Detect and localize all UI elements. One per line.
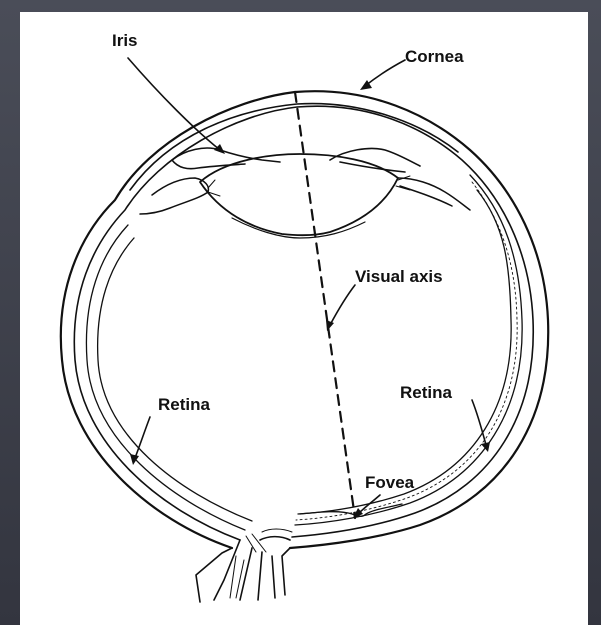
- iris-label: Iris: [112, 31, 138, 50]
- visual-axis-pointer: [330, 285, 355, 325]
- cornea-pointer: [365, 60, 405, 86]
- cornea-inner: [130, 104, 458, 190]
- cornea-label: Cornea: [405, 47, 464, 66]
- iris-right: [330, 148, 420, 172]
- iris-left: [172, 148, 280, 169]
- retina-left-label: Retina: [158, 395, 211, 414]
- fovea-pointer: [358, 495, 380, 514]
- retina-right-pointer-head: [481, 442, 490, 452]
- retina-left-pointer-head: [130, 454, 139, 465]
- retina-right-label: Retina: [400, 383, 453, 402]
- lens: [200, 154, 398, 235]
- optic-nerve: [196, 537, 290, 602]
- retina-layer: [98, 190, 512, 521]
- ciliary-body-right: [398, 178, 470, 210]
- ciliary-body-left: [140, 178, 208, 214]
- choroid: [86, 175, 522, 530]
- visual-axis-label: Visual axis: [355, 267, 443, 286]
- iris-pointer: [128, 58, 220, 150]
- sclera-inner: [74, 106, 533, 540]
- fovea-label: Fovea: [365, 473, 415, 492]
- visual-axis-pointer-head: [326, 320, 334, 331]
